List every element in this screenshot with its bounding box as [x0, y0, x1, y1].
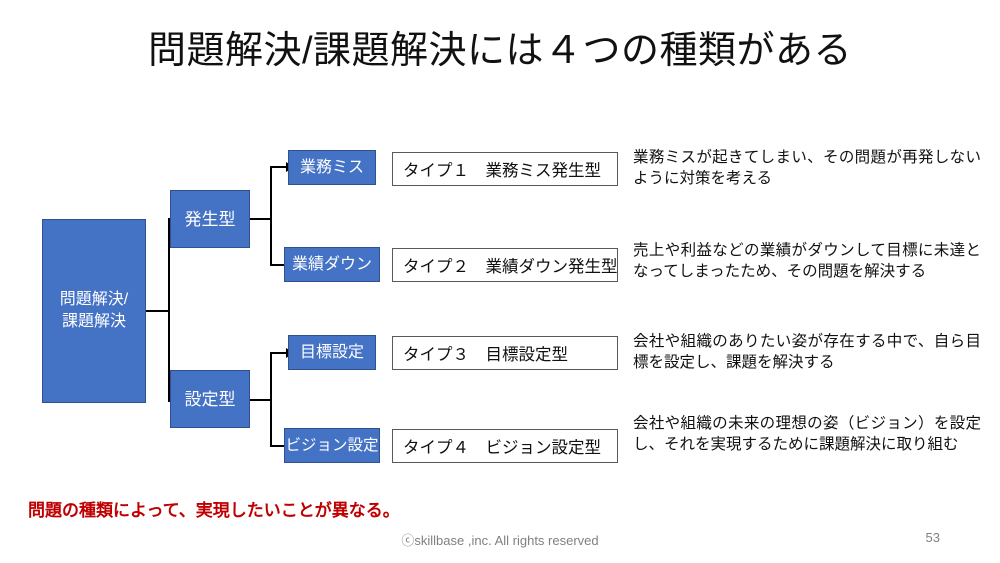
- footer-page-number: 53: [925, 530, 940, 545]
- description-1: 業務ミスが起きてしまい、その問題が再発しないように対策を考える: [633, 149, 981, 187]
- connector-to-cause-3: [270, 352, 288, 354]
- description-4: 会社や組織の未来の理想の姿（ビジョン）を設定し、それを実現するために課題解決に取…: [633, 415, 981, 453]
- connector-root-vertical: [168, 218, 170, 402]
- connector-branch1-stub: [250, 218, 272, 220]
- root-node-problem-solving[interactable]: 問題解決/ 課題解決: [42, 219, 146, 403]
- type-box-3[interactable]: タイプ３ 目標設定型: [392, 336, 618, 370]
- page-title: 問題解決/課題解決には４つの種類がある: [147, 30, 853, 72]
- root-node-label-line1: 問題解決/: [59, 291, 129, 308]
- footer-copyright: ⓒskillbase ,inc. All rights reserved: [401, 533, 599, 548]
- cause-node-1[interactable]: 業務ミス: [288, 150, 376, 185]
- cause-node-3[interactable]: 目標設定: [288, 335, 376, 370]
- root-node-label-line2: 課題解決: [61, 313, 126, 330]
- cause-node-2[interactable]: 業績ダウン: [284, 247, 380, 282]
- connector-branch2-stub: [250, 399, 272, 401]
- cause-node-4[interactable]: ビジョン設定: [284, 428, 380, 463]
- type-box-2[interactable]: タイプ２ 業績ダウン発生型: [392, 248, 618, 282]
- connector-to-cause-2: [270, 264, 288, 266]
- connector-to-cause-4: [270, 445, 288, 447]
- connector-to-cause-1: [270, 166, 288, 168]
- highlight-note: 問題の種類によって、実現したいことが異なる。: [28, 501, 400, 520]
- branch-node-occurrence[interactable]: 発生型: [170, 190, 250, 248]
- description-2: 売上や利益などの業績がダウンして目標に未達となってしまったため、その問題を解決す…: [633, 242, 981, 280]
- branch-node-setting[interactable]: 設定型: [170, 370, 250, 428]
- type-box-1[interactable]: タイプ１ 業務ミス発生型: [392, 152, 618, 186]
- type-box-4[interactable]: タイプ４ ビジョン設定型: [392, 429, 618, 463]
- connector-branch1-vertical: [270, 166, 272, 266]
- description-3: 会社や組織のありたい姿が存在する中で、自ら目標を設定し、課題を解決する: [633, 333, 981, 371]
- connector-branch2-vertical: [270, 352, 272, 447]
- connector-root-stub: [146, 310, 170, 312]
